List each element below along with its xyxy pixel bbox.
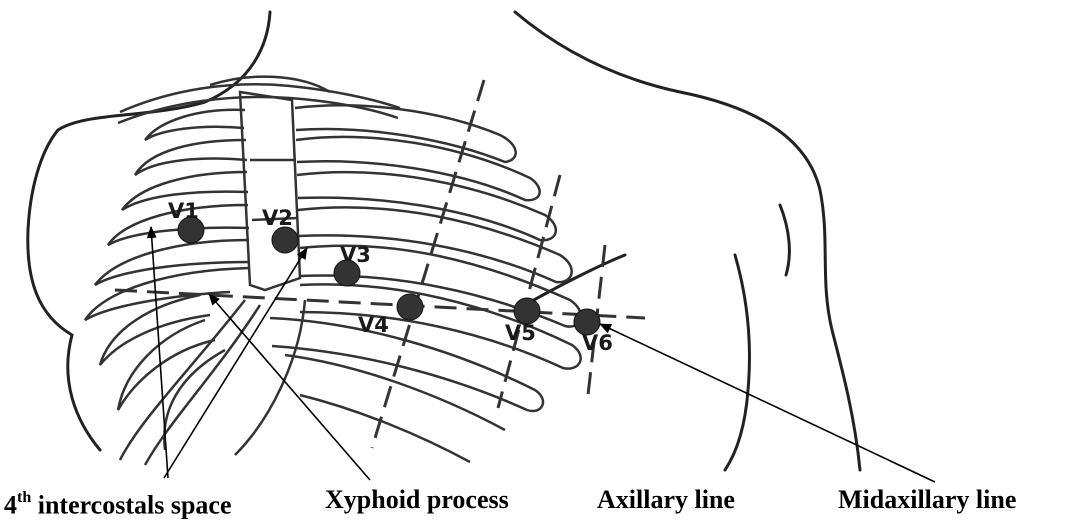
caption-intercostal-space: 4th intercostals space bbox=[4, 483, 232, 523]
electrode-v1 bbox=[178, 217, 204, 243]
electrode-v5 bbox=[514, 298, 540, 324]
arrow-xyphoid bbox=[209, 294, 370, 480]
label-v2: V2 bbox=[262, 206, 293, 230]
label-v5: V5 bbox=[505, 321, 536, 345]
right-ribs bbox=[270, 105, 581, 462]
caption-intercostal-text: intercostals space bbox=[31, 491, 231, 520]
costal-margin bbox=[120, 300, 305, 465]
caption-intercostal-number: 4 bbox=[4, 491, 17, 520]
electrode-v2 bbox=[272, 227, 298, 253]
caption-axillary-line: Axillary line bbox=[597, 483, 735, 517]
caption-midaxillary-line: Midaxillary line bbox=[838, 483, 1016, 517]
label-v4: V4 bbox=[358, 313, 389, 337]
arrow-intercostal-v2 bbox=[164, 248, 307, 478]
electrode-v3 bbox=[334, 260, 360, 286]
pointer-arrows bbox=[151, 227, 935, 482]
caption-intercostal-suffix: th bbox=[17, 489, 31, 506]
electrode-v4 bbox=[397, 294, 423, 320]
caption-xyphoid-process: Xyphoid process bbox=[325, 483, 509, 517]
arrow-midaxillary bbox=[600, 324, 935, 482]
left-ribs bbox=[85, 110, 250, 450]
electrode-v6 bbox=[574, 309, 600, 335]
